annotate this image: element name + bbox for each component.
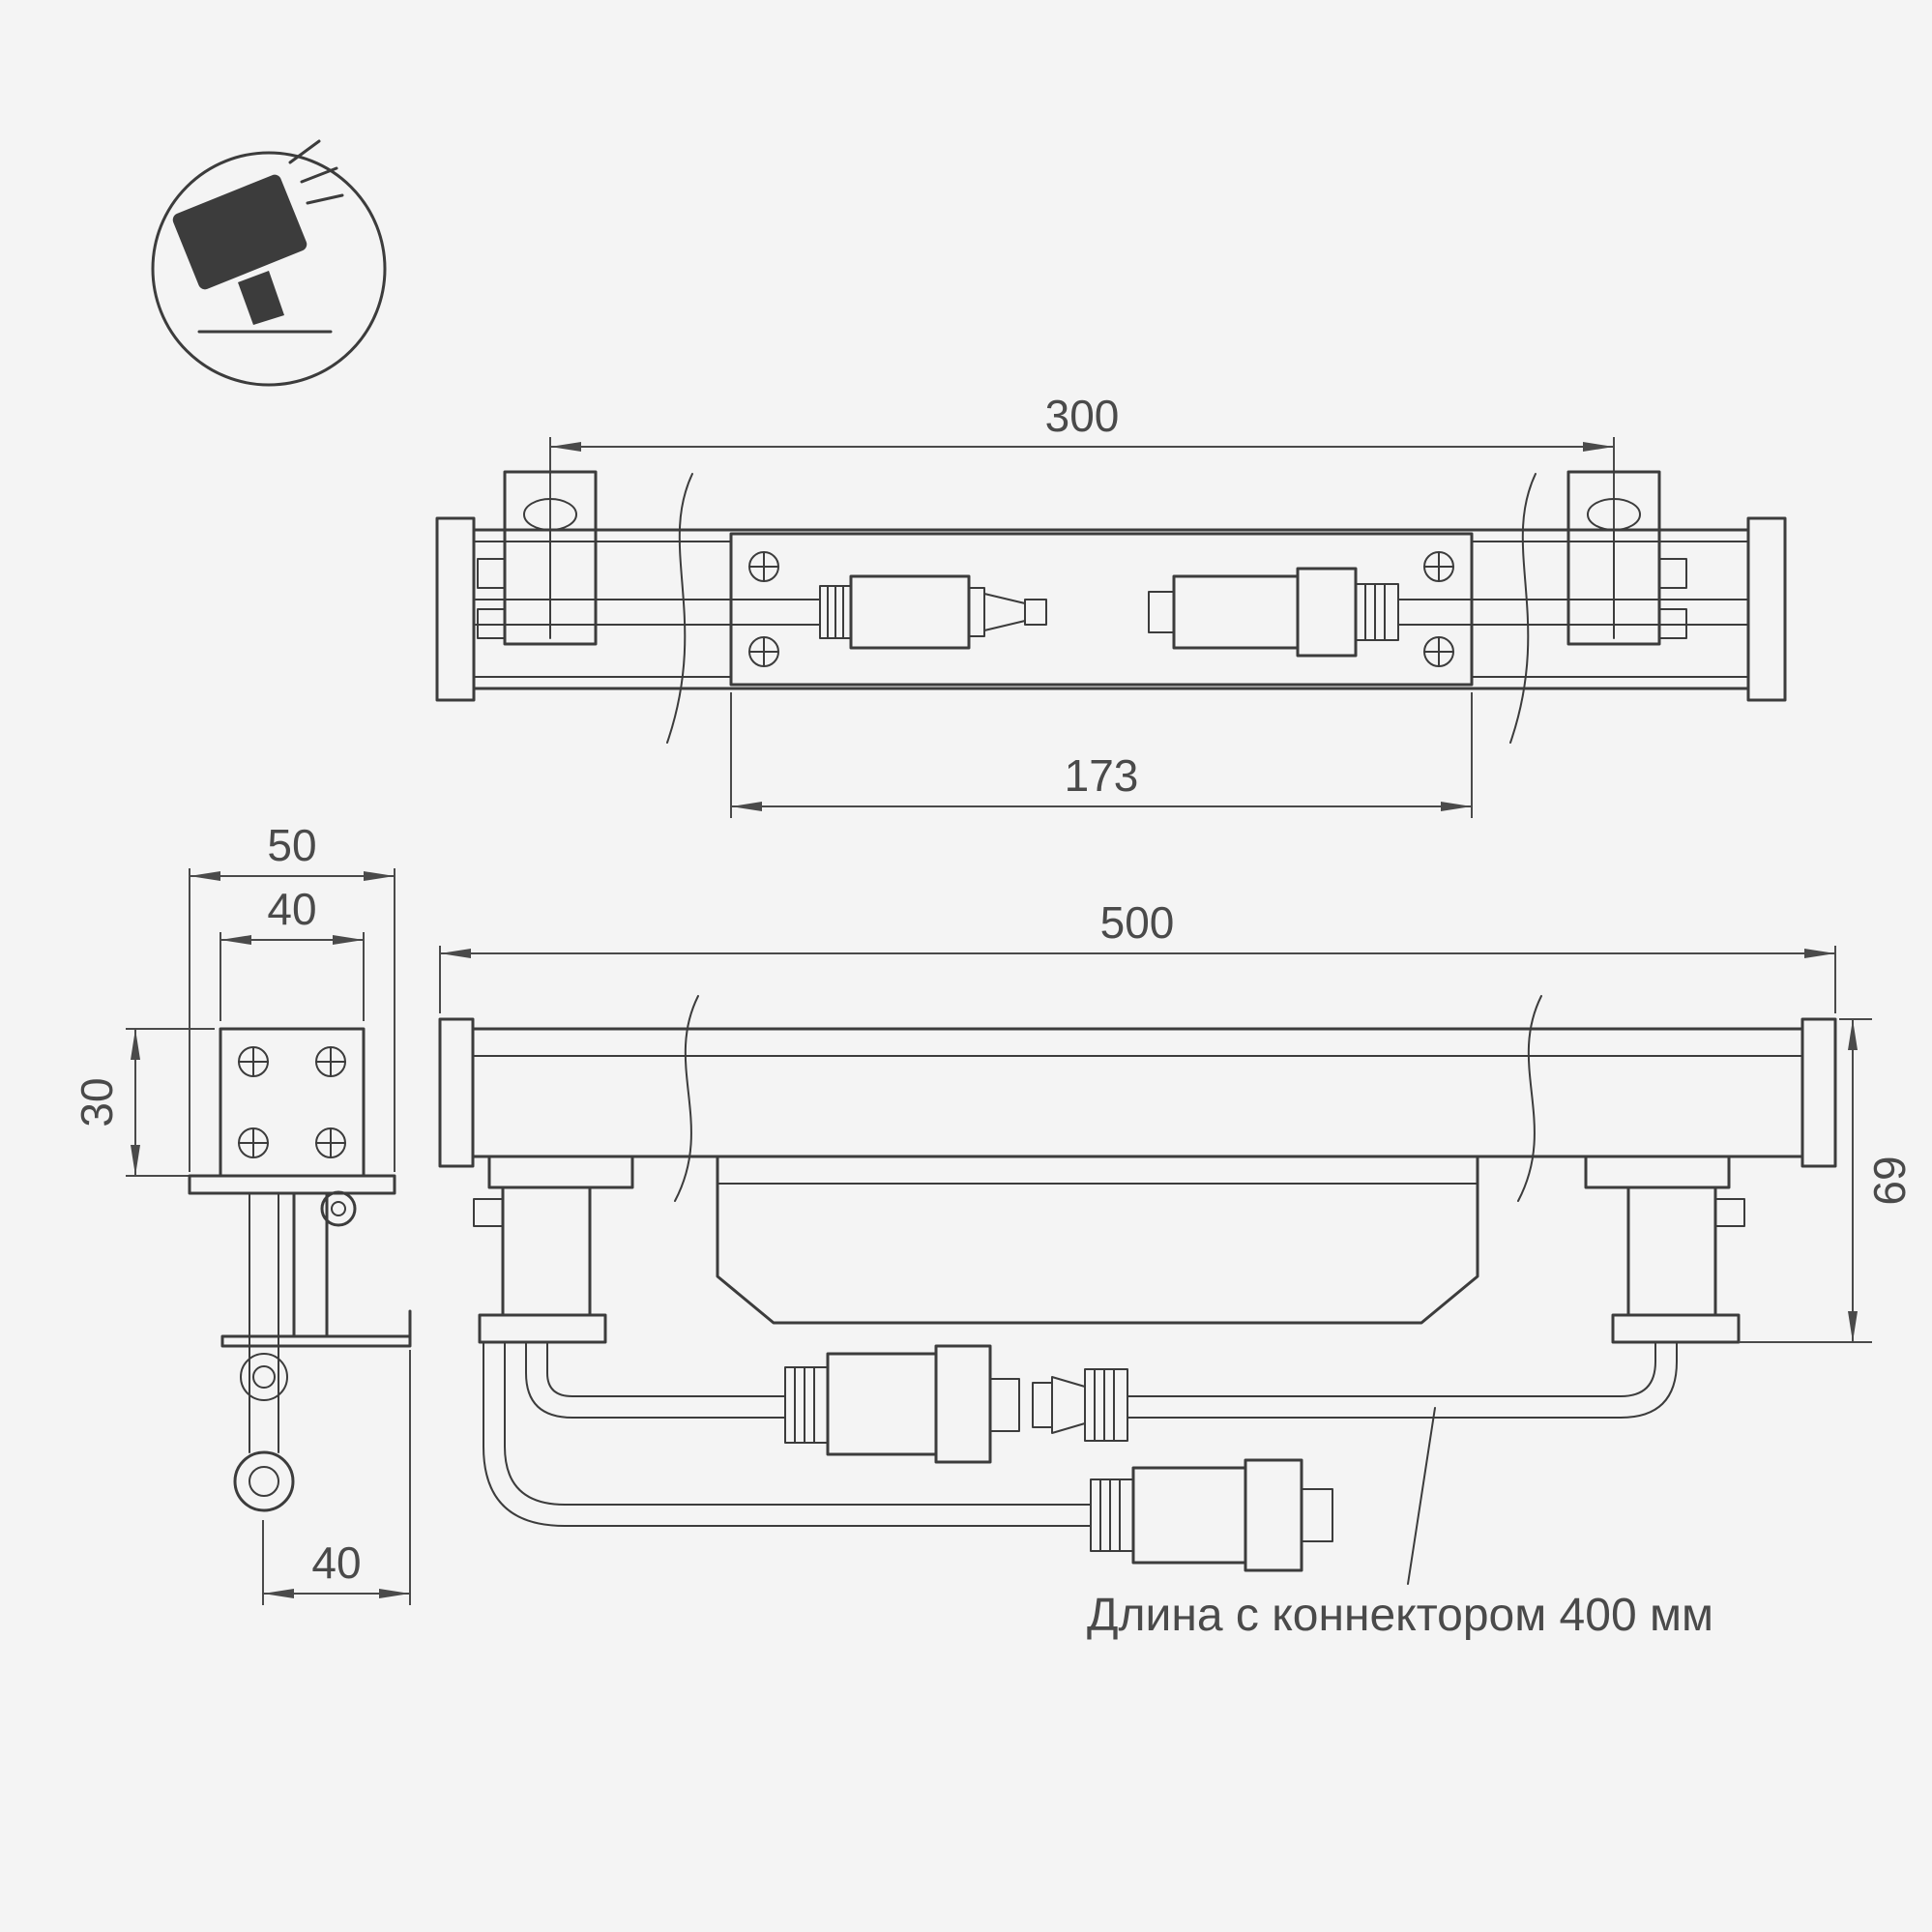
screw-icon: [238, 1127, 269, 1158]
right-end-cap: [1800, 1017, 1837, 1168]
female-connector: [1148, 567, 1399, 658]
leader-line: [1407, 1407, 1436, 1585]
interconnect-cable: [525, 1341, 1678, 1464]
dim-40-bottom-label: 40: [311, 1537, 361, 1588]
floodlight-body: [172, 174, 307, 290]
adjustment-knob-center: [331, 1201, 346, 1216]
break-line: [1517, 995, 1542, 1202]
top-view-body: [435, 516, 1787, 702]
dim-69-label: 69: [1864, 1156, 1915, 1205]
screw-icon: [315, 1046, 346, 1077]
dim-50-label: 50: [267, 820, 316, 870]
male-connector: [1032, 1368, 1128, 1442]
dimension-30: 30: [72, 1028, 215, 1177]
end-connector: [1090, 1458, 1333, 1572]
cable-ferrule-inner: [252, 1365, 276, 1389]
dim-173-label: 173: [1065, 750, 1139, 801]
dim-30-label: 30: [72, 1077, 122, 1127]
clamp-plate: [188, 1174, 396, 1195]
right-end-cap: [1746, 516, 1787, 702]
dimension-40-top: 40: [220, 884, 365, 1021]
dimension-300: 300: [549, 391, 1615, 530]
side-view: 50 40 30: [72, 820, 412, 1605]
dim-300-label: 300: [1045, 391, 1120, 441]
gear-tray: [729, 532, 1474, 687]
cable-ferrule: [240, 1353, 288, 1401]
side-view-body: [188, 1027, 396, 1195]
break-line: [666, 473, 693, 744]
dimension-40-bottom: 40: [262, 1350, 411, 1605]
front-right-bracket: [1584, 1155, 1745, 1344]
light-rays-icon: [288, 139, 344, 205]
driver-housing: [716, 1155, 1479, 1325]
floodlight-icon: [151, 139, 387, 387]
floodlight-stand: [238, 271, 284, 325]
dimension-173: 173: [730, 692, 1473, 818]
side-view-bracket: [220, 1190, 412, 1348]
top-view: 300: [435, 391, 1787, 818]
bracket-bolt: [1714, 1198, 1745, 1227]
female-connector: [784, 1344, 1020, 1464]
screw-icon: [748, 551, 779, 582]
bracket-bolt: [473, 1198, 504, 1227]
dimension-500: 500: [439, 897, 1836, 1013]
break-line: [1509, 473, 1537, 744]
screw-icon: [238, 1046, 269, 1077]
round-connector-inner: [249, 1466, 279, 1497]
connector-length-note: Длина с коннектором 400 мм: [1087, 1590, 1713, 1641]
dimension-50: 50: [189, 820, 395, 1172]
left-end-cap: [438, 1017, 475, 1168]
front-view: 500: [438, 897, 1915, 1641]
screw-icon: [1423, 636, 1454, 667]
male-connector: [819, 574, 1047, 650]
dim-40-top-label: 40: [267, 884, 316, 934]
round-connector: [233, 1450, 295, 1512]
side-view-cable: [233, 1192, 295, 1512]
front-left-bracket: [473, 1155, 634, 1344]
break-line: [674, 995, 699, 1202]
bracket-base: [220, 1334, 412, 1348]
icon-circle: [151, 151, 387, 387]
screw-icon: [1423, 551, 1454, 582]
dimension-69: 69: [1739, 1018, 1915, 1343]
adjustment-knob: [320, 1190, 357, 1227]
screw-icon: [315, 1127, 346, 1158]
power-cable: [483, 1341, 1333, 1572]
right-mounting-bracket: [1566, 470, 1687, 646]
screw-icon: [748, 636, 779, 667]
left-end-cap: [435, 516, 476, 702]
dim-500-label: 500: [1100, 897, 1175, 948]
front-view-tube: [438, 1017, 1837, 1168]
left-mounting-bracket: [477, 470, 598, 646]
top-view-cable: [475, 567, 1749, 658]
